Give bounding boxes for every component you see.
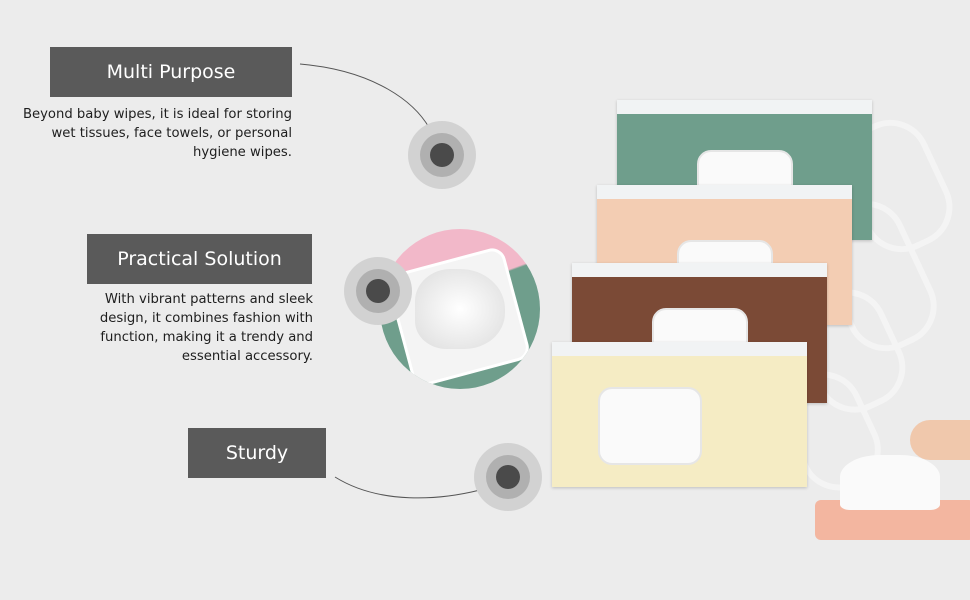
feature-description-multi-purpose: Beyond baby wipes, it is ideal for stori… bbox=[22, 107, 292, 160]
feature-description-practical-solution: With vibrant patterns and sleek design, … bbox=[99, 292, 313, 364]
pouch-yellow bbox=[552, 342, 807, 487]
hand bbox=[910, 420, 970, 460]
marker-dot-icon bbox=[474, 443, 542, 511]
marker-dot-icon bbox=[344, 257, 412, 325]
feature-title-practical-solution: Practical Solution bbox=[87, 234, 312, 284]
feature-title-sturdy: Sturdy bbox=[188, 428, 326, 478]
tissue-sheet bbox=[840, 455, 940, 510]
feature-title-multi-purpose: Multi Purpose bbox=[50, 47, 292, 97]
marker-dot-icon bbox=[408, 121, 476, 189]
